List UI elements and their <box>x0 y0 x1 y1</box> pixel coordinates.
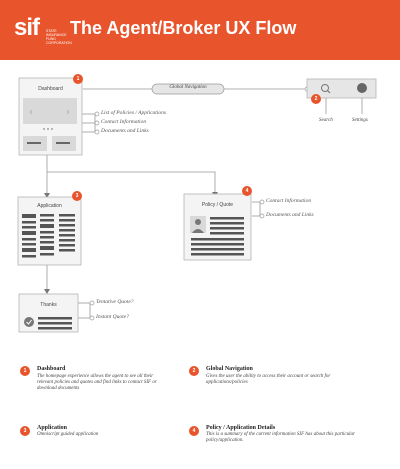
dashboard-note: Documents and Links <box>101 128 149 134</box>
legend-title: Application <box>37 425 68 431</box>
global-navigation-pill <box>151 83 225 95</box>
connector-to-policy <box>47 171 216 192</box>
sif-logo: sif <box>14 14 40 41</box>
thanks-note: Tentative Quote? <box>96 299 134 305</box>
step-badge-1: 1 <box>73 74 83 84</box>
legend-title: Global Navigation <box>206 366 253 372</box>
settings-label: Settings <box>352 118 368 123</box>
step-badge-4: 4 <box>242 186 252 196</box>
application-title: Application <box>37 203 62 209</box>
policy-note: Documents and Links <box>266 212 314 218</box>
sif-logo-subtext: STATE INSURANCE FUND CORPORATION <box>46 29 72 45</box>
legend-description: This is a summary of the current informa… <box>206 432 355 443</box>
global-nav-box <box>306 78 377 99</box>
thanks-box <box>18 293 79 333</box>
legend-title: Dashboard <box>37 366 66 372</box>
legend-badge: 1 <box>20 366 30 376</box>
page-title: The Agent/Broker UX Flow <box>70 18 297 38</box>
legend-description: Omniscript guided application <box>37 432 99 437</box>
thanks-note: Instant Quote? <box>96 314 129 320</box>
thanks-title: Thanks <box>40 302 57 308</box>
legend-title: Policy / Application Details <box>206 425 276 431</box>
global-navigation-label: Global Navigation <box>169 85 207 90</box>
arrow-to-thanks <box>44 289 50 294</box>
svg-text:›: › <box>66 107 70 118</box>
dashboard-title: Dashboard <box>38 86 63 92</box>
arrow-to-application <box>44 193 50 198</box>
step-badge-2: 2 <box>311 94 321 104</box>
policy-quote-box <box>183 193 252 261</box>
step-badge-3: 3 <box>72 191 82 201</box>
dashboard-note: Contact Information <box>101 119 147 125</box>
legend-badge: 3 <box>20 426 30 436</box>
header-banner: sif STATE INSURANCE FUND CORPORATION The… <box>0 0 400 60</box>
application-box <box>17 196 82 266</box>
svg-text:‹: ‹ <box>29 107 33 118</box>
legend-badge: 4 <box>189 426 199 436</box>
search-label: Search <box>319 118 333 123</box>
legend-badge: 2 <box>189 366 199 376</box>
legend-description: The homepage experience allows the agent… <box>37 374 157 391</box>
legend-description: Gives the user the ability to access the… <box>206 374 331 385</box>
dashboard-note: List of Policies / Applications <box>101 110 166 116</box>
check-icon <box>24 317 34 327</box>
dashboard-box: ‹ › <box>18 77 83 156</box>
policy-quote-title: Policy / Quote <box>201 202 234 208</box>
policy-note: Contact Information <box>266 198 312 204</box>
